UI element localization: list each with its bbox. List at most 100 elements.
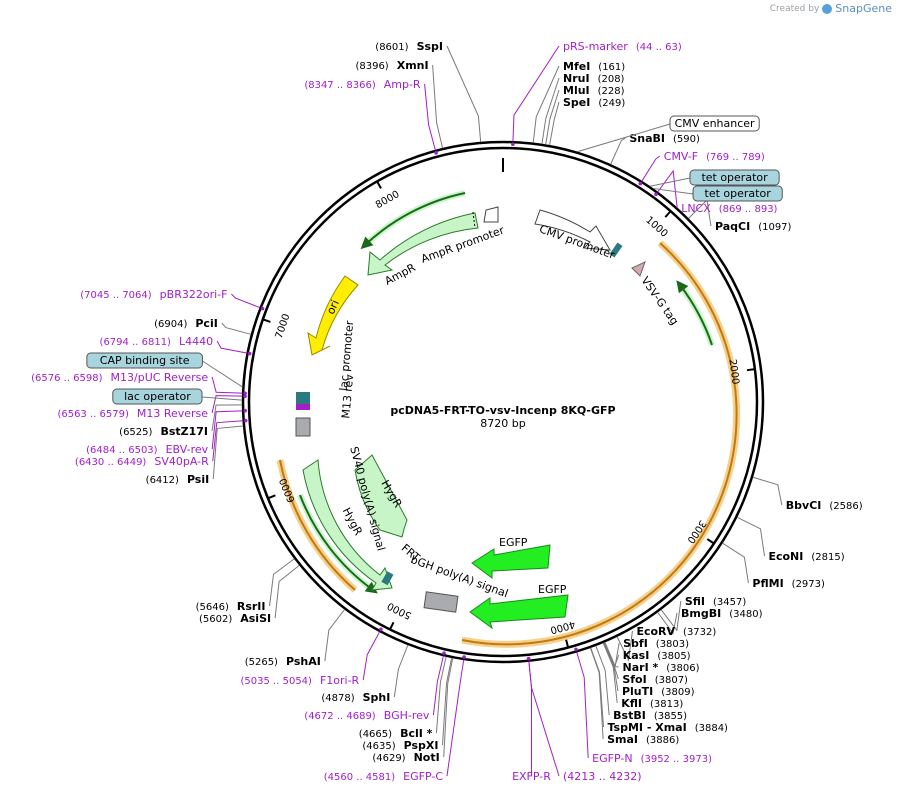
site-position: (6412) <box>146 475 179 486</box>
site-name: SphI <box>363 691 391 704</box>
backbone-inner-ring <box>247 146 759 658</box>
primer-position: (6484 .. 6503) <box>86 445 158 456</box>
site-bcli[interactable]: (4665)BclI * <box>359 727 433 740</box>
primer-f1ori-r[interactable]: (5035 .. 5054)F1ori-R <box>241 674 360 687</box>
tick-label: 8000 <box>374 189 402 211</box>
boxed-feature-tet-operator[interactable] <box>689 169 780 186</box>
site-bbvci[interactable]: BbvCI(2586) <box>786 499 863 512</box>
boxed-feature-cap-binding-site[interactable] <box>86 352 203 369</box>
site-paqci[interactable]: PaqCI(1097) <box>715 220 792 233</box>
primer-name: L4440 <box>179 335 213 348</box>
primer-ebv-rev[interactable]: (6484 .. 6503)EBV-rev <box>86 443 208 456</box>
site-ecorv[interactable]: EcoRV(3732) <box>636 625 716 638</box>
site-position: (2815) <box>811 552 844 563</box>
site-name: BmgBI <box>681 607 721 620</box>
site-tspmi-xmai[interactable]: TspMI - XmaI(3884) <box>608 721 729 734</box>
site-bstz17i[interactable]: (6525)BstZ17I <box>119 425 208 438</box>
boxed-leader-line <box>652 187 694 195</box>
site-leader-line <box>602 642 618 704</box>
site-kfli[interactable]: KflI(3813) <box>621 697 683 710</box>
primer-name: M13/pUC Reverse <box>111 371 209 384</box>
site-position: (4629) <box>372 753 405 764</box>
site-kasi[interactable]: KasI(3805) <box>623 649 691 662</box>
boxed-feature-cmv-enhancer[interactable] <box>669 115 760 132</box>
feature-lac-promoter-box <box>296 392 310 404</box>
primer-name: BGH-rev <box>384 709 430 722</box>
site-psii[interactable]: (6412)PsiI <box>146 473 210 486</box>
primer-amp-r[interactable]: (8347 .. 8366)Amp-R <box>304 78 421 91</box>
site-name: NarI * <box>623 661 659 674</box>
label-ori: ori <box>324 298 342 316</box>
primer-lncx[interactable]: LNCX(869 .. 893) <box>681 202 777 215</box>
site-name: SfiI <box>685 595 705 608</box>
site-bstbi[interactable]: BstBI(3855) <box>613 709 687 722</box>
site-name: PflMI <box>752 577 783 590</box>
site-nari[interactable]: NarI *(3806) <box>623 661 700 674</box>
site-pcii[interactable]: (6904)PciI <box>154 317 218 330</box>
primer-egfp-c[interactable]: (4560 .. 4581)EGFP-C <box>324 770 444 783</box>
site-spei[interactable]: SpeI(249) <box>563 96 625 109</box>
site-asisi[interactable]: (5602)AsiSI <box>199 612 271 625</box>
primer-mark <box>442 651 446 655</box>
site-pshai[interactable]: (5265)PshAI <box>245 655 321 668</box>
feature-cmv-promoter <box>534 209 611 251</box>
tick-mark <box>664 210 672 218</box>
site-mfei[interactable]: MfeI(161) <box>563 60 625 73</box>
site-position: (5646) <box>196 602 229 613</box>
primer-leader-line <box>641 155 661 182</box>
primer-4213-4232[interactable]: (4213 .. 4232) <box>563 770 642 783</box>
site-sspi[interactable]: (8601)SspI <box>375 40 443 53</box>
tick-mark <box>376 180 382 189</box>
primer-m13-reverse[interactable]: (6563 .. 6579)M13 Reverse <box>57 407 208 420</box>
site-leader-line <box>541 77 560 145</box>
site-position: (8396) <box>355 61 388 72</box>
primer-exfp-r[interactable]: EXFP-R <box>512 770 551 783</box>
site-position: (4665) <box>359 729 392 740</box>
site-econi[interactable]: EcoNI(2815) <box>768 550 844 563</box>
tick-mark <box>262 318 271 323</box>
tick-mark <box>706 538 715 545</box>
site-pflmi[interactable]: PflMI(2973) <box>752 577 825 590</box>
site-leader-line <box>221 322 252 335</box>
primer-prs-marker[interactable]: pRS-marker(44 .. 63) <box>563 40 682 53</box>
site-pspxi[interactable]: (4635)PspXI <box>362 739 438 752</box>
primer-cmv-f[interactable]: CMV-F(769 .. 789) <box>664 150 765 163</box>
primer-leader-line <box>576 652 589 759</box>
primer-sv40pa-r[interactable]: (6430 .. 6449)SV40pA-R <box>75 455 209 468</box>
primer-l4440[interactable]: (6794 .. 6811)L4440 <box>100 335 214 348</box>
primer-leader-line <box>212 420 243 462</box>
site-rsrii[interactable]: (5646)RsrII <box>196 600 266 613</box>
primer-mark <box>243 418 248 423</box>
site-nrui[interactable]: NruI(208) <box>563 72 625 85</box>
primer-egfp-n[interactable]: EGFP-N(3952 .. 3973) <box>592 752 712 765</box>
site-position: (3807) <box>655 675 688 686</box>
site-name: KasI <box>623 649 650 662</box>
primer-pbr322ori-f[interactable]: (7045 .. 7064)pBR322ori-F <box>80 288 227 301</box>
site-sbfi[interactable]: SbfI(3803) <box>623 637 689 650</box>
site-position: (1097) <box>758 222 791 233</box>
site-smai[interactable]: SmaI(3886) <box>607 733 679 746</box>
site-noti[interactable]: (4629)NotI <box>372 751 439 764</box>
feature-amp-promoter <box>483 206 499 223</box>
label-vsvg-tag: VSV-G tag <box>638 274 681 327</box>
site-sphi[interactable]: (4878)SphI <box>321 691 390 704</box>
site-bmgbi[interactable]: BmgBI(3480) <box>681 607 763 620</box>
primer-position: (4672 .. 4689) <box>304 711 376 722</box>
boxed-feature-lac-operator[interactable] <box>112 388 203 405</box>
primer-mark <box>574 647 578 652</box>
feature-ori <box>307 275 359 356</box>
site-sfii[interactable]: SfiI(3457) <box>685 595 747 608</box>
primer-leader-line <box>362 631 380 681</box>
boxed-feature-label: lac operator <box>124 390 191 403</box>
primer-leader-line <box>211 410 243 450</box>
primer-m13-puc-reverse[interactable]: (6576 .. 6598)M13/pUC Reverse <box>31 371 208 384</box>
boxed-feature-tet-operator[interactable] <box>692 185 783 202</box>
site-pluti[interactable]: PluTI(3809) <box>622 685 695 698</box>
boxed-feature-label: CAP binding site <box>100 354 190 367</box>
primer-bgh-rev[interactable]: (4672 .. 4689) BGH-rev <box>304 709 430 722</box>
site-snabi[interactable]: SnaBI(590) <box>629 132 700 145</box>
site-mlui[interactable]: MluI(228) <box>563 84 625 97</box>
site-xmni[interactable]: (8396)XmnI <box>355 59 428 72</box>
primer-name: EGFP-C <box>403 770 443 783</box>
site-sfoi[interactable]: SfoI(3807) <box>622 673 688 686</box>
